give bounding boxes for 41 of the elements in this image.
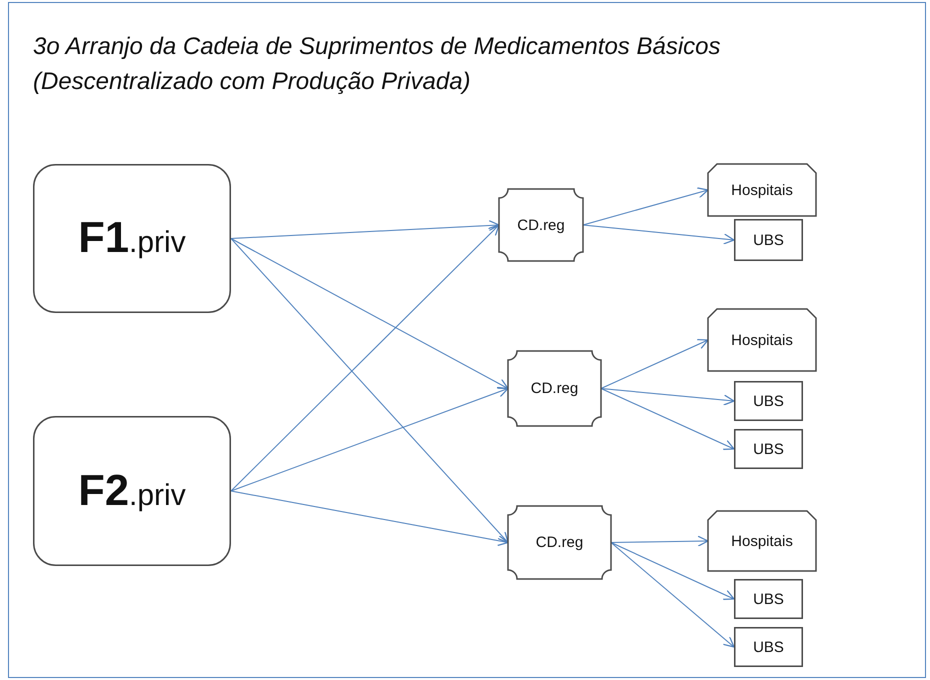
node-label: UBS — [753, 440, 784, 458]
rounded-box — [33, 164, 231, 313]
node-label: UBS — [753, 638, 784, 656]
node-label: UBS — [753, 392, 784, 410]
node-label: Hospitais — [731, 182, 793, 198]
snipped-corner-box — [708, 309, 816, 371]
arrow — [610, 542, 735, 600]
arrow — [230, 238, 509, 390]
node-label: UBS — [753, 232, 784, 248]
rectangle-box — [734, 579, 803, 619]
snipped-corner-box — [708, 164, 816, 216]
plaque-box — [508, 351, 601, 426]
node-label: Hospitais — [731, 532, 793, 550]
node-label: CD.reg — [517, 216, 565, 234]
plaque-box — [508, 506, 611, 579]
plaque-box — [499, 189, 583, 261]
arrow — [230, 220, 500, 239]
arrow — [600, 388, 735, 406]
arrow — [610, 536, 709, 547]
node-label: Hospitais — [731, 332, 793, 348]
arrow — [230, 490, 509, 546]
arrow — [582, 224, 735, 245]
arrow — [230, 238, 509, 544]
arrow — [610, 542, 735, 648]
rectangle-box — [734, 219, 803, 261]
arrow — [600, 388, 735, 450]
rectangle-box — [734, 429, 803, 469]
arrow — [582, 187, 709, 226]
node-label: CD.reg — [530, 380, 578, 397]
node-label: CD.reg — [536, 534, 584, 551]
arrow — [230, 224, 500, 492]
diagram-title: 3o Arranjo da Cadeia de Suprimentos de Medicamentos Básicos (Descentralizado com Produção Privada) — [33, 32, 722, 97]
rectangle-box — [734, 381, 803, 421]
node-label: F2.priv — [78, 466, 186, 516]
rounded-box — [33, 416, 231, 566]
rectangle-box — [734, 627, 803, 667]
node-label: UBS — [753, 590, 784, 608]
arrow — [230, 386, 509, 492]
arrow — [600, 338, 709, 389]
node-label: F1.priv — [78, 214, 186, 263]
snipped-corner-box — [708, 511, 816, 571]
